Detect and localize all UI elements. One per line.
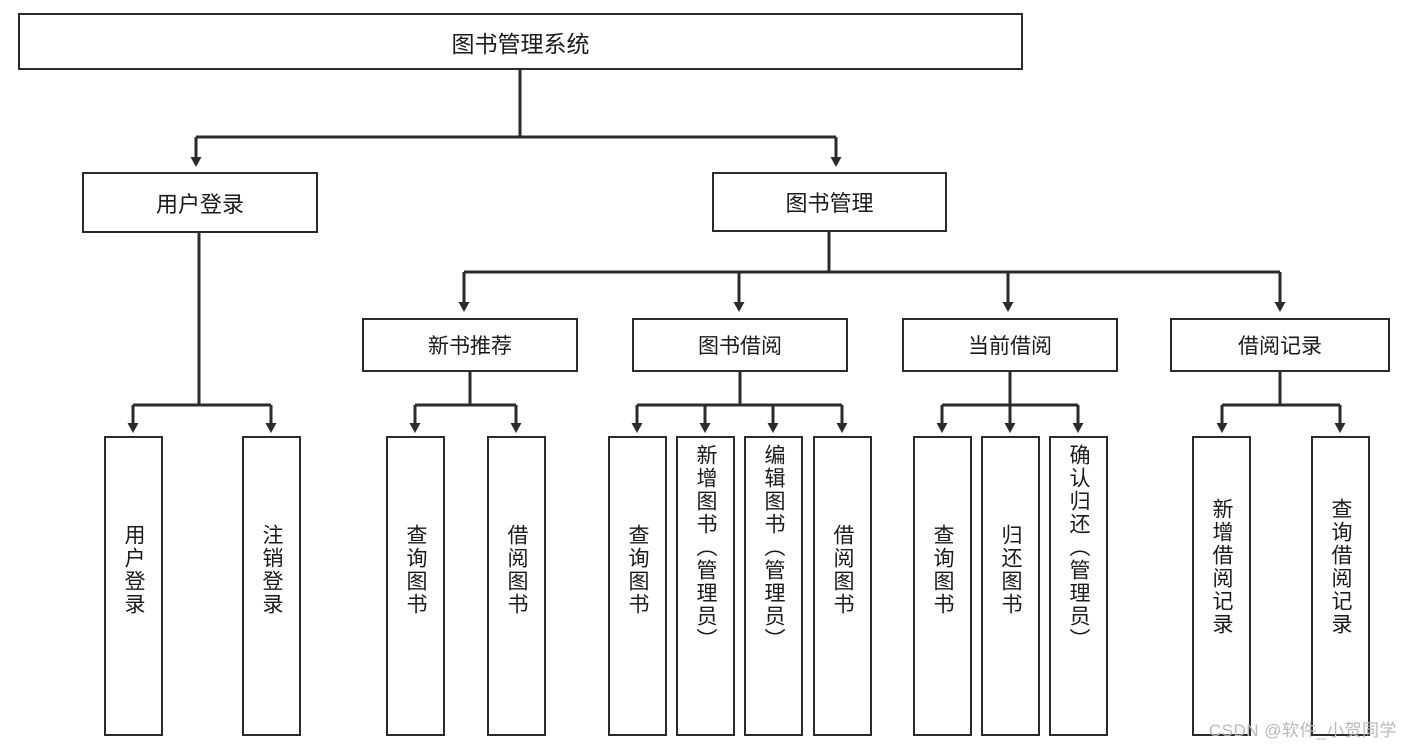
leaf-recommend-query-book[interactable]: 查询图书 xyxy=(386,436,445,736)
leaf-borrow-edit-book[interactable]: 编辑图书（管理员） xyxy=(744,436,803,736)
leaf-record-add[interactable]: 新增借阅记录 xyxy=(1192,436,1251,736)
watermark: CSDN @软件_小贺同学 xyxy=(1208,721,1397,740)
leaf-borrow-query-book[interactable]: 查询图书 xyxy=(608,436,667,736)
node-root-label: 图书管理系统 xyxy=(451,30,590,57)
leaf-user-login-label: 用户登录 xyxy=(122,524,145,616)
node-new-book-recommend[interactable]: 新书推荐 xyxy=(362,318,578,372)
node-user-login[interactable]: 用户登录 xyxy=(82,172,318,233)
node-borrow-record[interactable]: 借阅记录 xyxy=(1170,318,1390,372)
leaf-record-add-label: 新增借阅记录 xyxy=(1210,498,1233,636)
node-book-borrow[interactable]: 图书借阅 xyxy=(632,318,848,372)
leaf-user-logout[interactable]: 注销登录 xyxy=(242,436,301,736)
node-new-book-recommend-label: 新书推荐 xyxy=(428,335,512,358)
leaf-recommend-borrow-book-label: 借阅图书 xyxy=(505,524,528,616)
leaf-current-query-book-label: 查询图书 xyxy=(931,524,954,616)
leaf-borrow-borrow-book[interactable]: 借阅图书 xyxy=(813,436,872,736)
leaf-current-return-book-label: 归还图书 xyxy=(999,524,1022,616)
leaf-current-query-book[interactable]: 查询图书 xyxy=(913,436,972,736)
node-current-borrow-label: 当前借阅 xyxy=(968,335,1052,358)
leaf-current-confirm-return-label: 确认归还（管理员） xyxy=(1067,444,1090,651)
leaf-borrow-borrow-book-label: 借阅图书 xyxy=(831,524,854,616)
node-borrow-record-label: 借阅记录 xyxy=(1238,335,1322,358)
leaf-borrow-edit-book-label: 编辑图书（管理员） xyxy=(762,444,785,651)
leaf-current-return-book[interactable]: 归还图书 xyxy=(981,436,1040,736)
leaf-borrow-add-book-label: 新增图书（管理员） xyxy=(694,444,717,651)
node-user-login-label: 用户登录 xyxy=(155,191,244,217)
leaf-recommend-query-book-label: 查询图书 xyxy=(404,524,427,616)
leaf-user-logout-label: 注销登录 xyxy=(260,524,283,616)
node-current-borrow[interactable]: 当前借阅 xyxy=(902,318,1118,372)
node-book-management-label: 图书管理 xyxy=(785,191,874,216)
node-book-management[interactable]: 图书管理 xyxy=(712,172,947,232)
node-book-borrow-label: 图书借阅 xyxy=(698,335,782,358)
leaf-borrow-add-book[interactable]: 新增图书（管理员） xyxy=(676,436,735,736)
node-root[interactable]: 图书管理系统 xyxy=(18,13,1023,70)
leaf-record-query[interactable]: 查询借阅记录 xyxy=(1311,436,1370,736)
leaf-record-query-label: 查询借阅记录 xyxy=(1329,498,1352,636)
leaf-borrow-query-book-label: 查询图书 xyxy=(626,524,649,616)
leaf-user-login[interactable]: 用户登录 xyxy=(104,436,163,736)
leaf-recommend-borrow-book[interactable]: 借阅图书 xyxy=(487,436,546,736)
leaf-current-confirm-return[interactable]: 确认归还（管理员） xyxy=(1049,436,1108,736)
